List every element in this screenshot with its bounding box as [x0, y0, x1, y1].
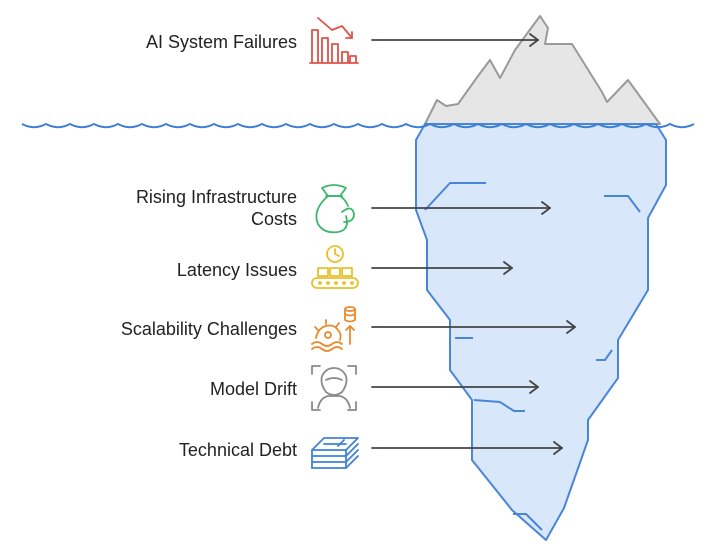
arrow-latency-issues [371, 261, 513, 275]
conveyor-clock-icon [311, 245, 359, 289]
face-scan-icon [311, 365, 357, 411]
arrow-model-drift [371, 380, 539, 394]
label-model-drift: Model Drift [209, 379, 297, 399]
arrow-ai-system-failures [371, 33, 539, 47]
declining-bar-chart-icon [309, 17, 359, 64]
iceberg-cracks [424, 182, 641, 531]
label-latency-issues: Latency Issues [176, 260, 297, 280]
money-bag-icon [315, 184, 355, 234]
label-rising-infrastructure-costs: Rising Infrastructure Costs [135, 187, 297, 229]
water-line [21, 122, 695, 129]
label-technical-debt: Technical Debt [178, 440, 297, 460]
stacked-papers-icon [311, 437, 359, 469]
label-scalability-challenges: Scalability Challenges [120, 319, 297, 339]
arrows [371, 33, 576, 455]
scaling-gears-database-icon [311, 306, 356, 352]
arrow-rising-infrastructure-costs [371, 201, 551, 215]
arrow-scalability-challenges [371, 320, 576, 334]
iceberg-tip [424, 15, 661, 125]
label-ai-system-failures: AI System Failures [145, 32, 297, 52]
arrow-technical-debt [371, 441, 563, 455]
iceberg-body [415, 123, 667, 541]
